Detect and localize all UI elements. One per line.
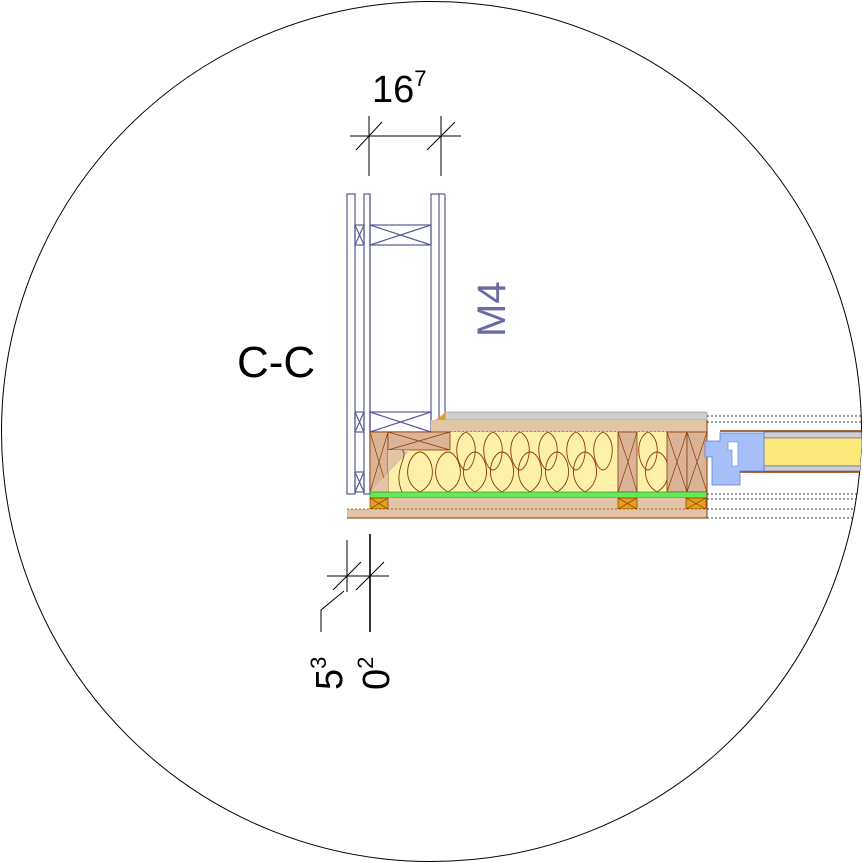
dimension-top-value: 167 bbox=[372, 66, 427, 111]
window-assembly bbox=[704, 415, 862, 519]
floor-assembly bbox=[347, 411, 708, 519]
dimension-top bbox=[350, 116, 461, 176]
dimension-bottom-left-value: 53 bbox=[306, 657, 351, 690]
dimension-bottom bbox=[320, 534, 389, 632]
battens bbox=[369, 497, 707, 510]
wall-label: M4 bbox=[470, 281, 514, 337]
section-label: C-C bbox=[237, 338, 315, 387]
dimension-bottom-right-value: 02 bbox=[353, 657, 398, 690]
